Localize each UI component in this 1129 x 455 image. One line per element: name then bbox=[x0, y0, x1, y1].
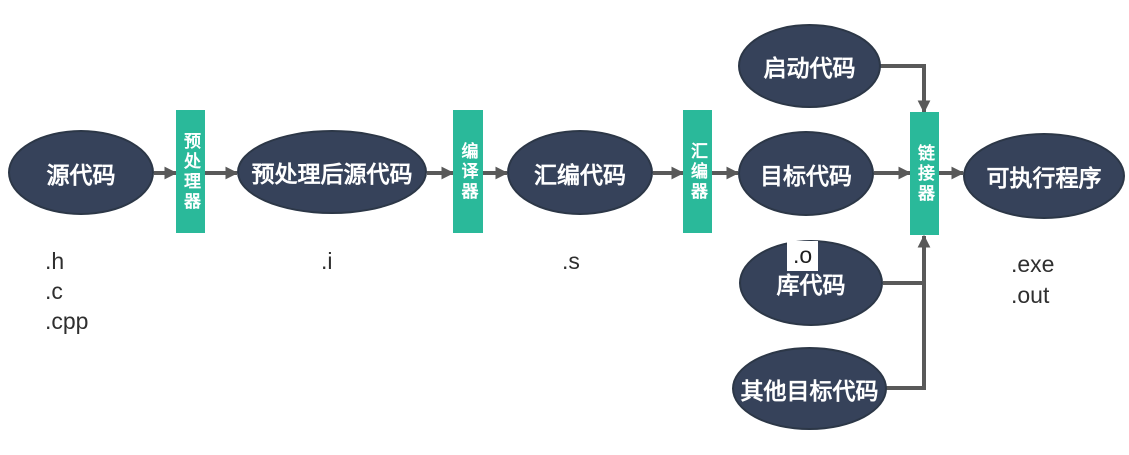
extension-c: .c bbox=[45, 278, 63, 304]
node-executable-program-label: 可执行程序 bbox=[986, 165, 1102, 191]
extensions-executable: .exe .out bbox=[1011, 249, 1054, 311]
node-object-code: 目标代码 bbox=[738, 131, 874, 216]
arrow-startup-to-linker bbox=[880, 64, 931, 114]
node-preprocessed-source: 预处理后源代码 bbox=[237, 130, 427, 214]
process-linker: 链接器 bbox=[910, 112, 939, 235]
extension-s: .s bbox=[562, 248, 580, 274]
process-preprocessor-label: 预处理器 bbox=[181, 131, 200, 212]
node-other-object-code: 其他目标代码 bbox=[732, 347, 887, 430]
node-library-code-label: 库代码 bbox=[776, 272, 846, 298]
process-assembler: 汇编器 bbox=[683, 110, 712, 233]
node-assembly-code-label: 汇编代码 bbox=[534, 161, 626, 188]
node-startup-code: 启动代码 bbox=[738, 24, 881, 108]
process-assembler-label: 汇编器 bbox=[688, 141, 707, 202]
node-other-object-code-label: 其他目标代码 bbox=[740, 377, 879, 404]
arrow-other-object-to-linker bbox=[885, 234, 931, 390]
process-compiler-label: 编译器 bbox=[458, 141, 478, 202]
extension-i: .i bbox=[321, 248, 333, 274]
extension-cpp: .cpp bbox=[45, 308, 89, 334]
node-preprocessed-source-label: 预处理后源代码 bbox=[251, 161, 413, 187]
node-startup-code-label: 启动代码 bbox=[763, 55, 856, 81]
extension-exe: .exe bbox=[1011, 251, 1055, 277]
extension-out: .out bbox=[1011, 282, 1050, 308]
node-executable-program: 可执行程序 bbox=[963, 133, 1125, 219]
extension-o: .o bbox=[787, 241, 819, 271]
extensions-source: .h .c .cpp bbox=[45, 246, 88, 336]
process-compiler: 编译器 bbox=[453, 110, 483, 233]
node-source-code: 源代码 bbox=[8, 130, 154, 215]
node-assembly-code: 汇编代码 bbox=[507, 130, 653, 215]
process-preprocessor: 预处理器 bbox=[176, 110, 205, 233]
process-linker-label: 链接器 bbox=[915, 143, 934, 204]
node-source-code-label: 源代码 bbox=[46, 161, 116, 188]
node-object-code-label: 目标代码 bbox=[760, 162, 852, 189]
extension-h: .h bbox=[45, 248, 65, 274]
